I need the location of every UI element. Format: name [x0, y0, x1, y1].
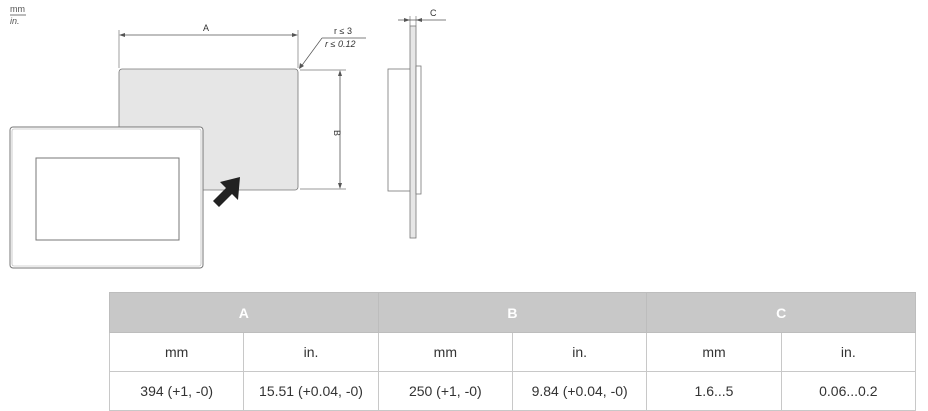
value-cell: 394 (+1, -0)	[108, 371, 245, 411]
radius-arrow	[299, 63, 304, 69]
value-cell: 15.51 (+0.04, -0)	[243, 371, 379, 411]
unit-cell: in.	[511, 332, 648, 372]
dim-b-arrow-bottom	[338, 183, 342, 189]
cutout-drawing: mm in. A r ≤ 3 r ≤ 0.12 B C	[9, 4, 446, 269]
side-view-housing	[387, 68, 412, 192]
table-row-units: mm in. mm in. mm in.	[108, 332, 917, 372]
side-view-bezel	[415, 65, 422, 195]
dim-a-arrow-right	[292, 33, 298, 37]
hmi-bezel-inner	[11, 128, 202, 267]
unit-cell: in.	[780, 332, 917, 372]
column-c-header: C	[646, 292, 916, 333]
unit-mm-label: mm	[10, 4, 25, 14]
radius-in-label: r ≤ 0.12	[325, 39, 355, 49]
dim-b-label: B	[332, 130, 342, 136]
insert-direction-arrow-icon	[213, 177, 240, 207]
value-cell: 0.06...0.2	[780, 371, 917, 411]
table-header-row: A B C	[109, 292, 916, 333]
dim-c-label: C	[430, 8, 437, 18]
unit-cell: mm	[108, 332, 245, 372]
dim-c-arrow-left	[404, 18, 410, 22]
column-b-header: B	[377, 292, 648, 333]
value-cell: 1.6...5	[646, 371, 782, 411]
dim-a-label: A	[203, 23, 209, 33]
side-view-panel	[409, 25, 417, 239]
radius-leader	[299, 37, 323, 69]
unit-cell: mm	[646, 332, 782, 372]
dim-b-arrow-top	[338, 70, 342, 76]
dim-c-arrow-right	[416, 18, 422, 22]
radius-mm-label: r ≤ 3	[334, 26, 352, 36]
dim-a-arrow-left	[119, 33, 125, 37]
cutout-dimensions-table: A B C mm in. mm in. mm in. 394 (+1, -0) …	[108, 292, 917, 411]
value-cell: 9.84 (+0.04, -0)	[511, 371, 648, 411]
unit-cell: in.	[243, 332, 379, 372]
table-row-values: 394 (+1, -0) 15.51 (+0.04, -0) 250 (+1, …	[108, 371, 917, 411]
unit-in-label: in.	[10, 16, 20, 26]
hmi-screen	[35, 157, 180, 241]
column-a-header: A	[109, 292, 379, 333]
value-cell: 250 (+1, -0)	[377, 371, 513, 411]
unit-cell: mm	[377, 332, 513, 372]
